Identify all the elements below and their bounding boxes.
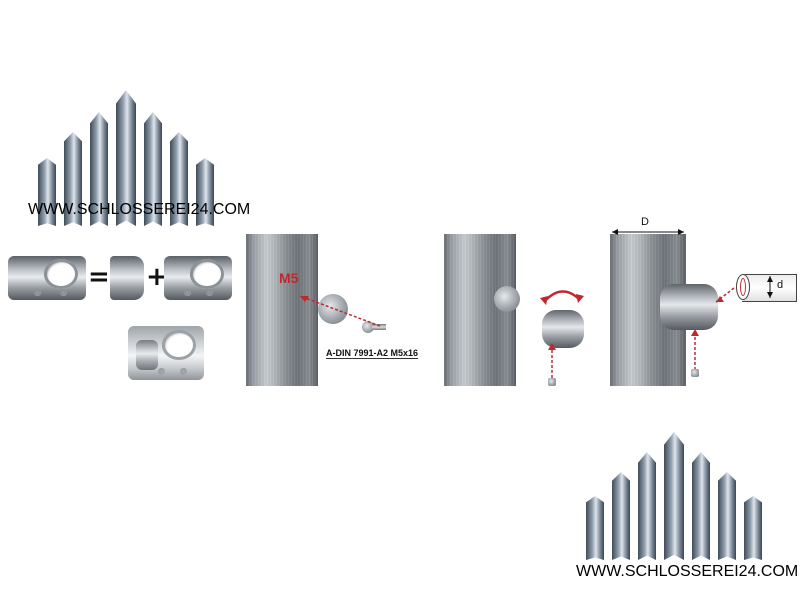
brand-logo-bottom xyxy=(580,410,780,560)
adapter-mounted xyxy=(494,286,520,312)
logo-bar xyxy=(586,496,604,560)
clamp-cylinder-step2 xyxy=(542,310,584,348)
set-screw-hole xyxy=(158,368,165,375)
clamp-cylinder-mounted xyxy=(660,284,718,330)
logo-bar xyxy=(64,132,82,226)
inner-adapter xyxy=(136,340,158,370)
clamp-part-body xyxy=(164,256,232,300)
brand-logo-top xyxy=(30,48,230,226)
clamp-assembled xyxy=(8,256,86,300)
rod-end xyxy=(736,274,750,300)
brand-url-top: WWW.SCHLOSSEREI24.COM xyxy=(28,201,251,218)
clamp-part-adapter xyxy=(110,256,144,300)
set-screw-hole xyxy=(60,289,67,296)
post-tube-step1 xyxy=(246,234,318,386)
set-screw-hole xyxy=(184,289,191,296)
thread-size-label: M5 xyxy=(279,270,299,286)
screw-spec-label: A-DIN 7991-A2 M5x16 xyxy=(326,348,419,359)
logo-bar xyxy=(744,496,762,560)
logo-bar xyxy=(38,158,56,226)
logo-bar xyxy=(144,112,162,226)
set-screw xyxy=(548,378,556,386)
logo-bar xyxy=(170,132,188,226)
clamp-bore-hole xyxy=(44,259,78,289)
logo-bar xyxy=(638,452,656,560)
adapter-disc xyxy=(318,294,348,324)
logo-bar xyxy=(116,90,136,226)
logo-bar xyxy=(612,472,630,560)
screw-shank xyxy=(372,324,386,330)
set-screw xyxy=(691,369,699,377)
screw-head xyxy=(362,321,374,333)
equals-sign: = xyxy=(88,262,110,292)
plus-sign: + xyxy=(146,262,168,292)
set-screw-hole xyxy=(34,289,41,296)
rod-diameter-label: d xyxy=(777,279,784,291)
clamp-bore-hole xyxy=(190,259,224,289)
logo-bar xyxy=(664,432,684,560)
tube-diameter-label: D xyxy=(641,216,649,228)
set-screw-hole xyxy=(206,289,213,296)
clamp-transparent-view xyxy=(128,326,204,380)
brand-url-bottom: WWW.SCHLOSSEREI24.COM xyxy=(576,563,799,580)
logo-bar xyxy=(718,472,736,560)
logo-bar xyxy=(90,112,108,226)
clamp-bore-hole xyxy=(162,330,196,360)
logo-bar xyxy=(196,158,214,226)
set-screw-hole xyxy=(180,368,187,375)
logo-bar xyxy=(692,452,710,560)
